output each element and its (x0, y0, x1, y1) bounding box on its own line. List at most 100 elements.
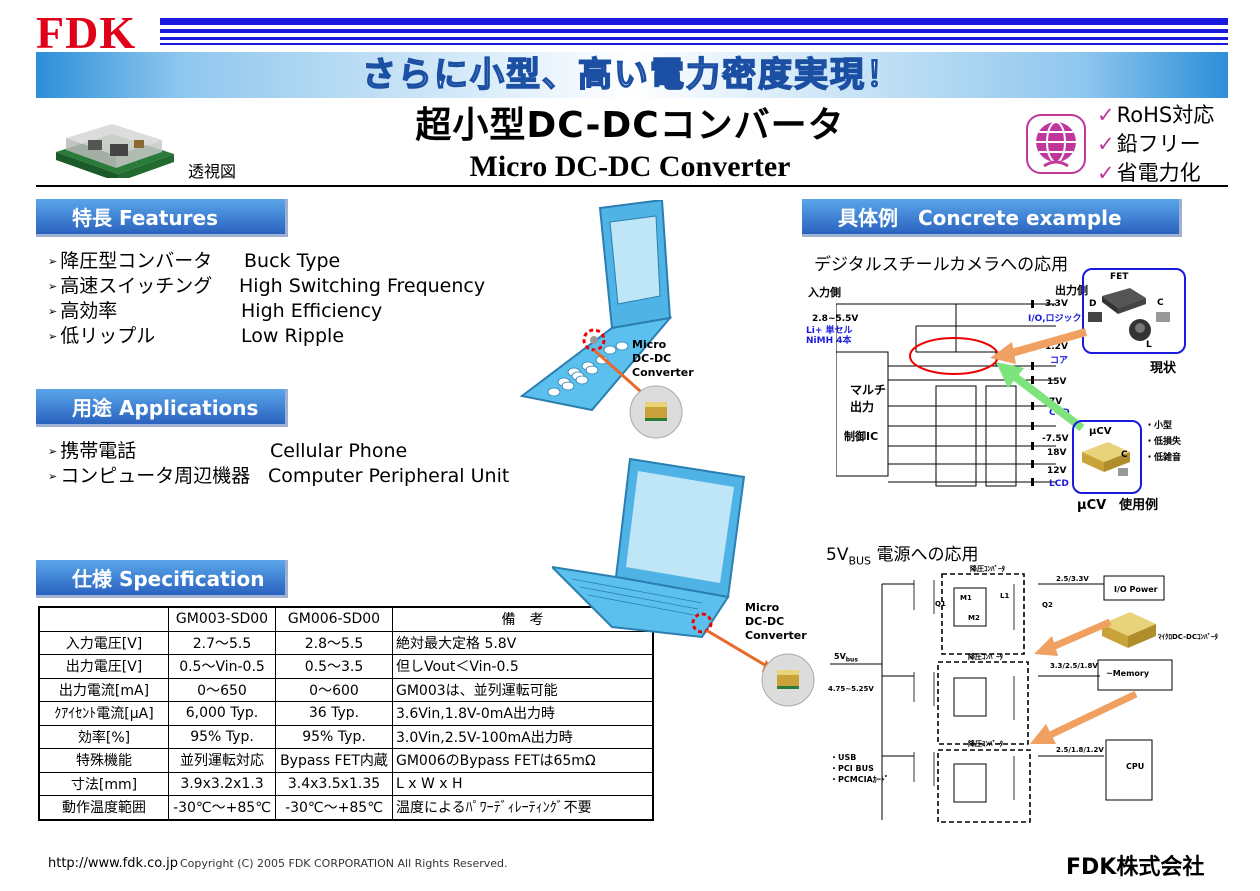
badge-item: ✓鉛フリー (1097, 132, 1201, 156)
ucv-box (1072, 420, 1142, 494)
specification-heading: 仕様 Specification (36, 560, 288, 598)
footer-url[interactable]: http://www.fdk.co.jp (48, 856, 179, 871)
output-voltage-label: 18V (1047, 448, 1067, 458)
see-through-label: 透視図 (188, 162, 237, 181)
micro-dcdc-module-image (1102, 612, 1156, 648)
output-voltage-label: コア (1050, 356, 1069, 366)
bus-application-title: 5VBUS 電源への応用 (826, 545, 979, 568)
output-side-label: 出力側 (1055, 284, 1088, 297)
memory-label: ~Memory (1106, 669, 1150, 678)
bus-input-label: 5Vbus (834, 652, 858, 664)
arrow-icon (1034, 618, 1112, 656)
eco-badges: ✓RoHS対応 ✓鉛フリー ✓省電力化 (1097, 101, 1214, 188)
rohs-globe-icon (1026, 114, 1086, 174)
header-stripe (160, 18, 1228, 25)
spec-table: GM003-SD00 GM006-SD00 備 考 入力電圧[V]2.7〜5.5… (38, 606, 654, 821)
bus-output-3: 2.5/1.8/1.2V (1056, 746, 1104, 754)
concrete-example-heading: 具体例 Concrete example (802, 199, 1182, 237)
fet-d-label: D (1089, 299, 1097, 309)
banner-background (36, 52, 1228, 98)
bus-output-1: 2.5/3.3V (1056, 575, 1089, 583)
converter-label: 降圧ｺﾝﾊﾞｰﾀ (970, 565, 1005, 573)
ucv-note: ・小型 (1145, 421, 1173, 431)
ucv-c-label: C (1121, 450, 1128, 460)
ucv-note: ・低雑音 (1145, 453, 1182, 463)
ucv-module-image (1082, 442, 1130, 476)
part-q2: Q2 (1042, 601, 1053, 609)
part-l1: L1 (1000, 592, 1010, 600)
bus-input-range: 4.75~5.25V (828, 685, 874, 693)
arrow-bullet-icon: ➢ (48, 280, 58, 293)
badge-item: ✓RoHS対応 (1097, 103, 1215, 127)
output-voltage-label: 1.2V (1045, 342, 1068, 352)
cpu-label: CPU (1126, 762, 1145, 771)
arrow-bullet-icon: ➢ (48, 255, 58, 268)
converter-label: 降圧ｺﾝﾊﾞｰﾀ (968, 740, 1003, 748)
ucv-note: ・低損失 (1145, 437, 1182, 447)
arrow-icon (996, 362, 1085, 432)
part-m2: M2 (968, 614, 980, 622)
arrow-bullet-icon: ➢ (48, 470, 58, 483)
header-stripe (160, 43, 1228, 45)
header-stripe (160, 37, 1228, 40)
table-row: 効率[%]95% Typ.95% Typ.3.0Vin,2.5V-100mA出力… (38, 724, 654, 749)
fet-box (1082, 268, 1186, 354)
fet-l-label: L (1146, 340, 1152, 350)
fdk-logo: FDK (36, 7, 137, 58)
badge-item: ✓省電力化 (1097, 161, 1201, 185)
features-heading: 特長 Features (36, 199, 288, 237)
chip-see-through-image (56, 124, 174, 178)
arrow-bullet-icon: ➢ (48, 305, 58, 318)
output-voltage-label: 12V (1047, 466, 1067, 476)
fet-components-image (1088, 288, 1170, 341)
footer-copyright: Copyright (C) 2005 FDK CORPORATION All R… (180, 857, 508, 870)
bus-list: ・USB ・PCI BUS ・PCMCIAｶｰﾄﾞ (830, 753, 889, 784)
banner-headline: さらに小型、高い電力密度実現！ (361, 54, 902, 96)
applications-heading: 用途 Applications (36, 389, 288, 427)
camera-application-title: デジタルスチールカメラへの応用 (814, 255, 1069, 275)
check-icon: ✓ (1097, 132, 1115, 156)
multi-output-label: マルチ 出力 (850, 383, 887, 414)
laptop-illustration (552, 457, 746, 639)
header-stripe (160, 29, 1228, 33)
fet-title: FET (1110, 272, 1129, 282)
arrow-icon (1030, 690, 1138, 744)
output-voltage-label: LCD (1049, 479, 1069, 489)
bus-power-diagram (830, 573, 1173, 823)
ucv-title: μCV (1089, 426, 1112, 437)
output-voltage-label: I/O,ロジック (1028, 314, 1082, 324)
phone-callout-label: Micro DC-DC Converter (632, 338, 694, 379)
module-label: ﾏｲｸﾛDC-DCｺﾝﾊﾞｰﾀ (1158, 633, 1218, 641)
arrow-bullet-icon: ➢ (48, 330, 58, 343)
header-divider (36, 185, 1228, 187)
output-voltage-label: 3.3V (1045, 299, 1068, 309)
io-power-label: I/O Power (1114, 585, 1158, 594)
phone-converter-zoom (593, 350, 683, 439)
fet-c-label: C (1157, 298, 1164, 308)
check-icon: ✓ (1097, 103, 1115, 127)
ucv-usage-label: μCV 使用例 (1077, 498, 1159, 513)
bus-output-2: 3.3/2.5/1.8V (1050, 662, 1098, 670)
output-voltage-label: -7.5V (1042, 434, 1069, 444)
page-subtitle: Micro DC-DC Converter (469, 150, 791, 183)
control-ic-label: 制御IC (844, 430, 879, 443)
arrow-bullet-icon: ➢ (48, 445, 58, 458)
input-voltage-label: 2.8~5.5V (812, 314, 859, 324)
camera-circuit-diagram (836, 300, 1056, 487)
converter-label: 降圧ｺﾝﾊﾞｰﾀ (968, 653, 1003, 661)
page-title: 超小型DC-DCコンバータ (415, 105, 845, 146)
arrow-icon (990, 328, 1088, 364)
laptop-converter-zoom (706, 630, 815, 707)
